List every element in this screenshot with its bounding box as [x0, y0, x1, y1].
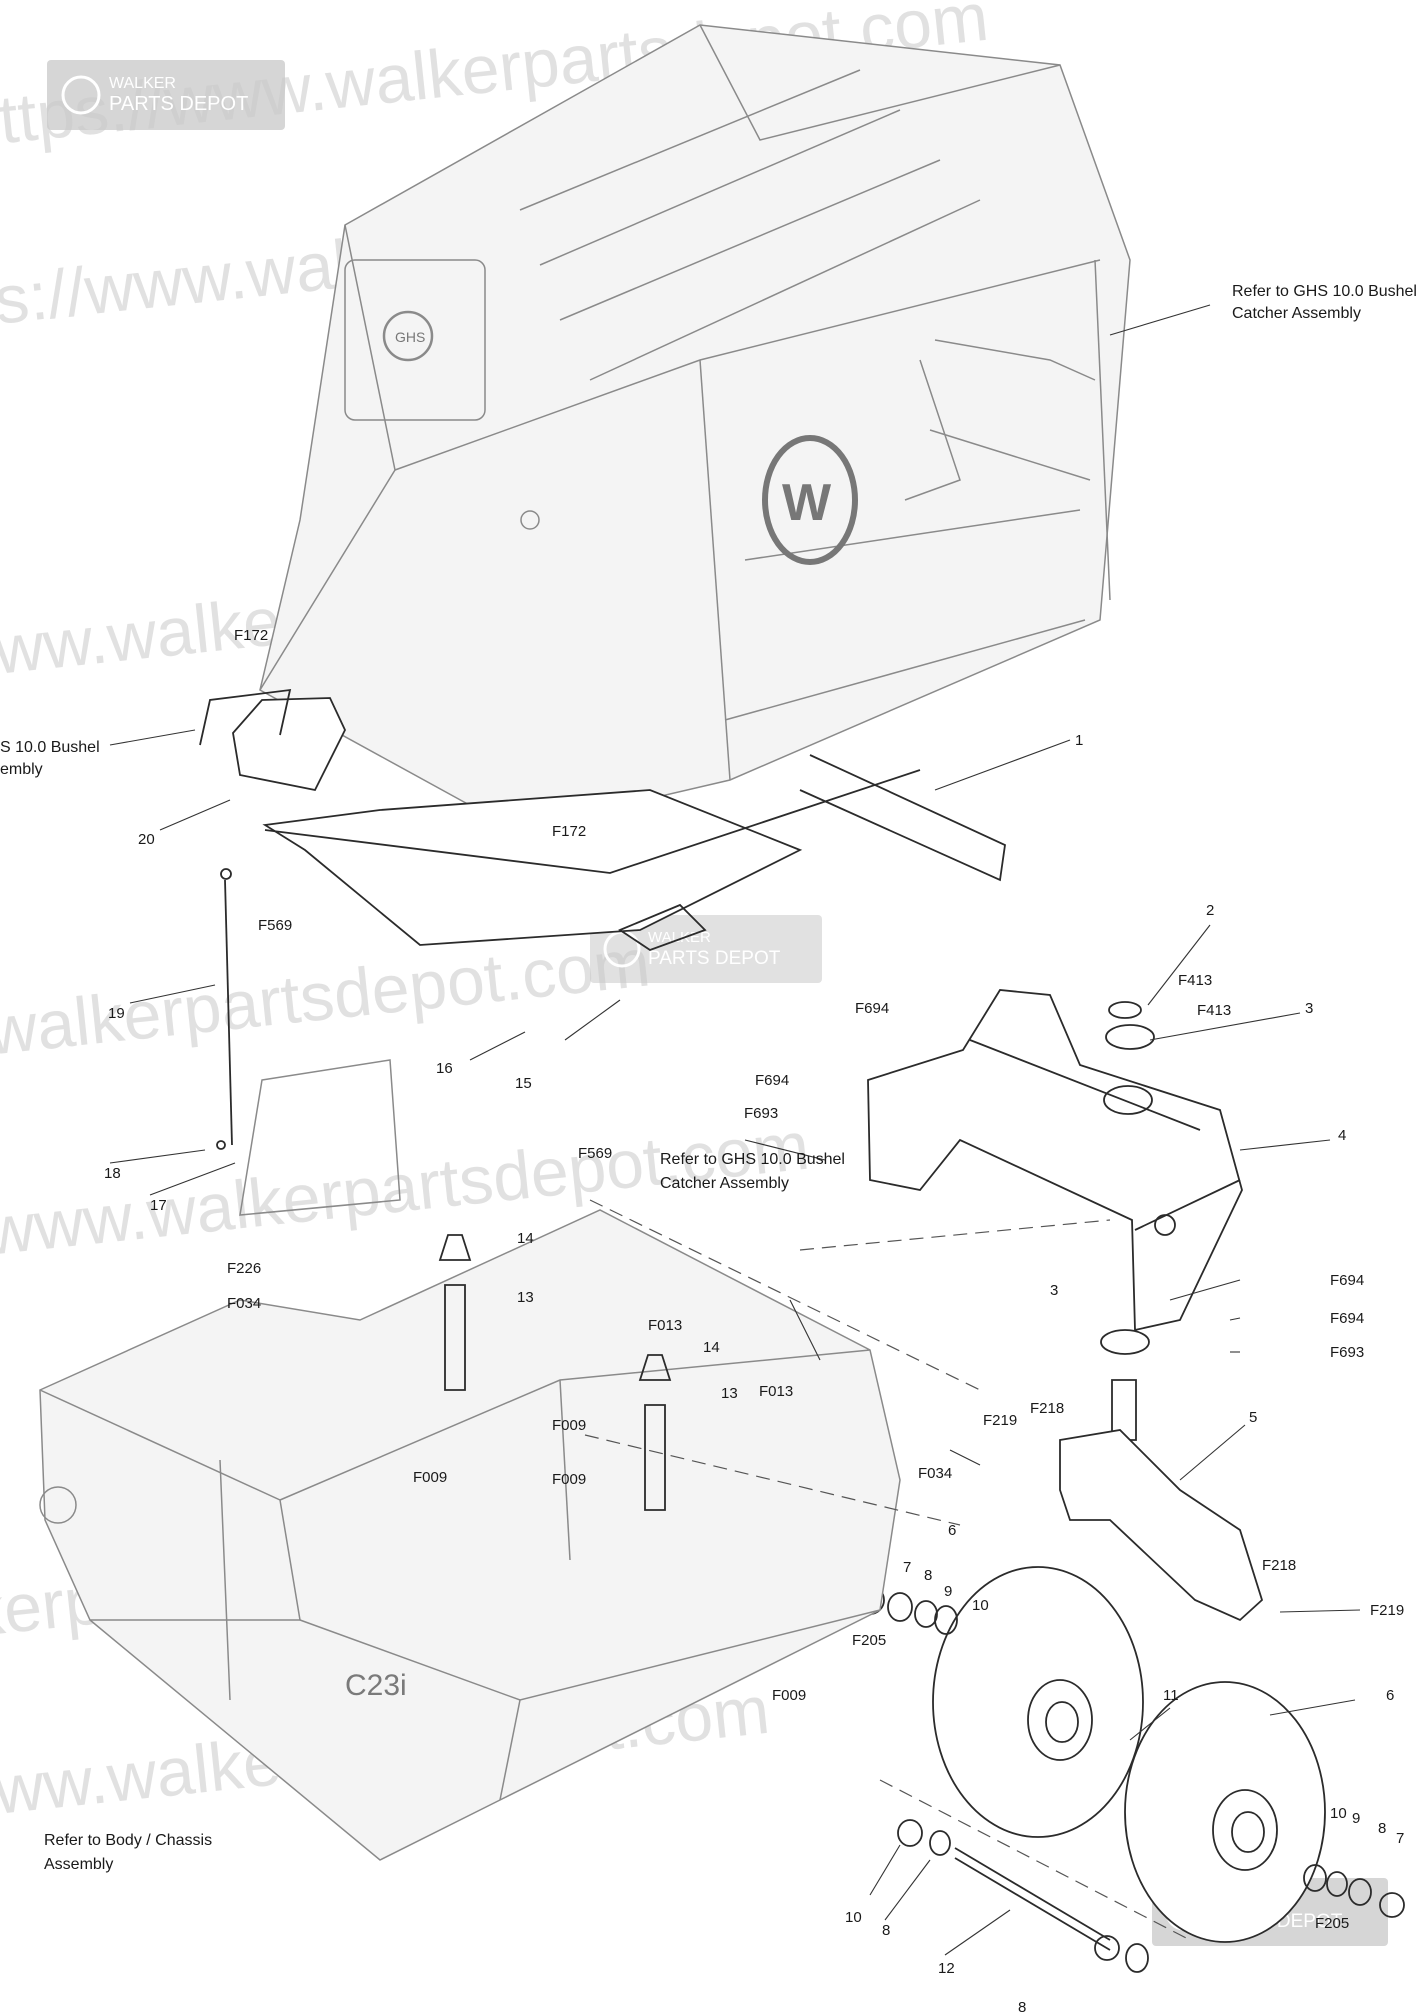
label-f693: F693	[744, 1105, 778, 1122]
leader-lines	[109, 304, 1361, 1956]
chassis-body: C23i	[39, 1209, 901, 1861]
ref-ghs-mid-line1: Refer to GHS 10.0 Bushel	[660, 1151, 845, 1168]
label-13: 13	[721, 1385, 738, 1402]
ghs-logo-text: GHS	[395, 329, 425, 345]
label-f205: F205	[1315, 1915, 1349, 1932]
label-f009: F009	[552, 1417, 586, 1434]
label-3: 3	[1050, 1282, 1058, 1299]
label-f413: F413	[1178, 972, 1212, 989]
label-4: 4	[1338, 1127, 1346, 1144]
label-8: 8	[924, 1567, 932, 1584]
label-f218: F218	[1262, 1557, 1296, 1574]
label-17: 17	[150, 1197, 167, 1214]
label-11: 11	[1163, 1687, 1179, 1704]
part-1-rail	[264, 769, 921, 874]
part-11-wheel	[1124, 1681, 1326, 1943]
label-16: 16	[436, 1060, 453, 1077]
label-3: 3	[1305, 1000, 1313, 1017]
walker-badge: WALKER PARTS DEPOT	[47, 60, 285, 130]
label-f413: F413	[1197, 1002, 1231, 1019]
label-f694: F694	[1330, 1310, 1364, 1327]
grass-catcher-hopper: GHS W	[259, 24, 1131, 831]
alignment-lines	[584, 1199, 1191, 1941]
label-8: 8	[1018, 1999, 1026, 2016]
label-f009: F009	[772, 1687, 806, 1704]
label-f009: F009	[552, 1471, 586, 1488]
label-9: 9	[1352, 1810, 1360, 1827]
label-19: 19	[108, 1005, 125, 1022]
caster-assembly	[855, 1379, 1405, 1973]
label-9: 9	[944, 1583, 952, 1600]
label-6: 6	[948, 1522, 956, 1539]
label-5: 5	[1249, 1409, 1257, 1426]
walker-logo-text: W	[782, 474, 832, 532]
label-f034: F034	[227, 1295, 261, 1312]
label-10: 10	[1330, 1805, 1347, 1822]
label-f009: F009	[413, 1469, 447, 1486]
label-20: 20	[138, 831, 155, 848]
part-labels: F172 F172 1 2 3 3 4 5 6 6 7 7 8 8 8 8 9 …	[104, 627, 1404, 2016]
badge-brand: WALKER	[109, 75, 176, 92]
label-14: 14	[703, 1339, 720, 1356]
part-19-gas-spring	[224, 879, 233, 1146]
label-f219: F219	[983, 1412, 1017, 1429]
label-f013: F013	[648, 1317, 682, 1334]
ref-body-line1: Refer to Body / Chassis	[44, 1832, 212, 1849]
part-12-axle	[954, 1847, 1111, 1941]
ghs-logo-icon	[382, 310, 434, 362]
label-12: 12	[938, 1960, 955, 1977]
label-f694: F694	[855, 1000, 889, 1017]
label-f013: F013	[759, 1383, 793, 1400]
reference-notes: Refer to GHS 10.0 Bushel Catcher Assembl…	[0, 283, 1416, 1873]
ref-body-line2: Assembly	[44, 1856, 113, 1873]
label-f219: F219	[1370, 1602, 1404, 1619]
ref-ghs-mid-line2: Catcher Assembly	[660, 1175, 789, 1192]
label-7: 7	[1396, 1830, 1404, 1847]
label-f172: F172	[552, 823, 586, 840]
ref-ghs-left-line1: S 10.0 Bushel	[0, 739, 100, 756]
part-20-bracket	[232, 697, 346, 792]
part-11-wheel	[932, 1566, 1144, 1838]
label-8: 8	[882, 1922, 890, 1939]
label-f694: F694	[1330, 1272, 1364, 1289]
label-6: 6	[1386, 1687, 1394, 1704]
walker-logo-icon	[762, 435, 858, 565]
ref-ghs-top-line1: Refer to GHS 10.0 Bushel	[1232, 283, 1416, 300]
label-f569: F569	[578, 1145, 612, 1162]
label-f569: F569	[258, 917, 292, 934]
label-18: 18	[104, 1165, 121, 1182]
label-10: 10	[972, 1597, 989, 1614]
hopper-frame-parts	[199, 688, 1006, 1216]
label-2: 2	[1206, 902, 1214, 919]
ref-ghs-left-line2: embly	[0, 761, 43, 778]
walker-badge: WALKER PARTS DEPOT	[590, 915, 822, 983]
watermark-url: https://www.walkerpartsdepot.com	[0, 924, 654, 1107]
badge-subtitle: PARTS DEPOT	[648, 948, 781, 969]
chassis-decal: C23i	[345, 1669, 407, 1702]
label-14: 14	[517, 1230, 534, 1247]
label-f218: F218	[1030, 1400, 1064, 1417]
label-f205: F205	[852, 1632, 886, 1649]
label-8: 8	[1378, 1820, 1386, 1837]
label-10: 10	[845, 1909, 862, 1926]
label-f694: F694	[755, 1072, 789, 1089]
label-f172: F172	[234, 627, 268, 644]
ref-ghs-top-line2: Catcher Assembly	[1232, 305, 1361, 322]
label-f693: F693	[1330, 1344, 1364, 1361]
label-15: 15	[515, 1075, 532, 1092]
part-4-support-frame	[867, 989, 1243, 1355]
label-7: 7	[903, 1559, 911, 1576]
part-16-plate	[262, 789, 803, 946]
label-f226: F226	[227, 1260, 261, 1277]
label-f034: F034	[918, 1465, 952, 1482]
badge-subtitle: PARTS DEPOT	[109, 93, 248, 115]
label-13: 13	[517, 1289, 534, 1306]
label-1: 1	[1075, 732, 1083, 749]
